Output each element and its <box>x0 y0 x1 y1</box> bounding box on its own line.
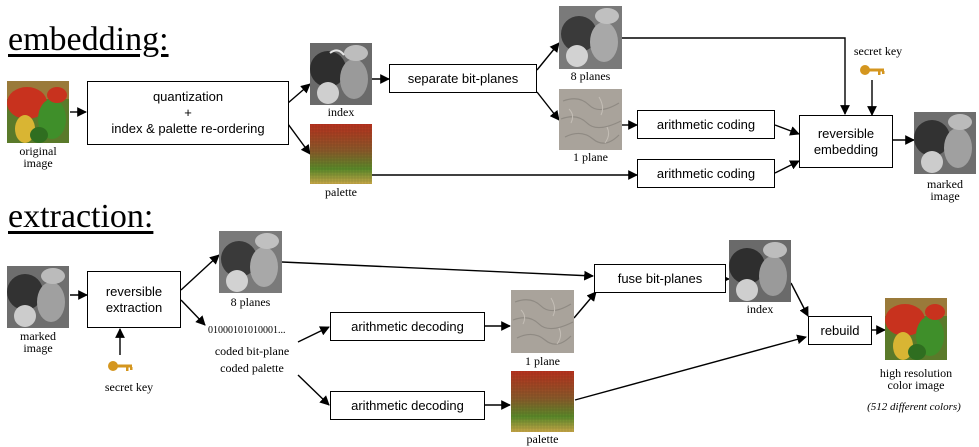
arrow-quantization-to-palette <box>287 123 311 155</box>
extraction-secret-key-caption: secret key <box>104 380 154 394</box>
arrow-coding2-to-embedding <box>774 160 800 174</box>
index-caption: index <box>327 105 355 119</box>
arrow-separate-to-1plane <box>536 91 560 121</box>
arithmetic-decoding-box-1: arithmetic decoding <box>330 312 485 341</box>
arrow-palette-to-rebuild <box>574 334 807 401</box>
fuse-bitplanes-box: fuse bit-planes <box>594 264 726 293</box>
extraction-key-icon <box>108 361 133 371</box>
palette-caption: palette <box>325 185 357 199</box>
extraction-one-plane-image <box>511 290 574 353</box>
one-plane-image <box>559 89 622 150</box>
marked-image-extraction <box>7 266 69 328</box>
arithmetic-decoding-box-2: arithmetic decoding <box>330 391 485 420</box>
arithmetic-coding-box-2: arithmetic coding <box>637 159 775 188</box>
one-plane-caption: 1 plane <box>573 150 608 164</box>
extraction-index-image <box>729 240 791 302</box>
marked-image-embedding-caption: marked image <box>927 177 963 203</box>
extraction-title: extraction: <box>8 198 154 235</box>
reversible-embedding-box: reversible embedding <box>799 115 893 168</box>
eight-planes-caption: 8 planes <box>570 69 611 83</box>
embedding-secret-key-caption: secret key <box>853 44 903 58</box>
arrow-extraction-to-8planes <box>180 254 220 291</box>
arrow-index-to-rebuild <box>790 282 809 317</box>
original-image <box>7 81 69 143</box>
separate-bitplanes-box: separate bit-planes <box>389 64 537 93</box>
extraction-eight-planes-image <box>219 231 282 293</box>
coded-palette-caption: coded palette <box>220 361 284 375</box>
arrow-8planes-to-fuse <box>281 261 594 281</box>
high-resolution-caption: high resolution color image <box>879 366 953 392</box>
reversible-extraction-box: reversible extraction <box>87 271 181 328</box>
extraction-one-plane-caption: 1 plane <box>525 354 560 368</box>
marked-image-extraction-caption: marked image <box>20 329 56 355</box>
color-count-note: (512 different colors) <box>867 401 961 413</box>
embedding-title: embedding: <box>8 21 169 58</box>
arrow-1plane-to-fuse <box>573 291 597 319</box>
extraction-eight-planes-caption: 8 planes <box>230 295 271 309</box>
eight-planes-image <box>559 6 622 69</box>
high-resolution-image <box>885 298 947 360</box>
extraction-palette-caption: palette <box>526 432 559 446</box>
rebuild-box: rebuild <box>808 316 872 345</box>
arrow-8planes-to-embedding <box>622 37 850 115</box>
coded-bitplane-caption: coded bit-plane <box>214 344 290 358</box>
arrow-bitplane-to-decoding <box>297 326 330 343</box>
arrow-quantization-to-index <box>287 83 311 104</box>
arrow-separate-to-8planes <box>536 42 560 71</box>
embedding-key-icon <box>860 65 885 75</box>
marked-image-embedding <box>914 112 976 174</box>
arithmetic-coding-box-1: arithmetic coding <box>637 110 775 139</box>
extraction-palette-image <box>511 371 574 432</box>
quantization-box: quantization + index & palette re-orderi… <box>87 81 289 145</box>
coded-bitstring: 01000101010001... <box>208 325 286 336</box>
arrow-palette-coded-to-decoding <box>297 374 330 406</box>
original-image-caption: original image <box>19 144 57 170</box>
arrow-coding1-to-embedding <box>774 124 800 136</box>
palette-image <box>310 124 372 184</box>
extraction-index-caption: index <box>746 302 774 316</box>
arrow-extraction-to-bits <box>180 299 206 326</box>
index-image <box>310 43 372 105</box>
